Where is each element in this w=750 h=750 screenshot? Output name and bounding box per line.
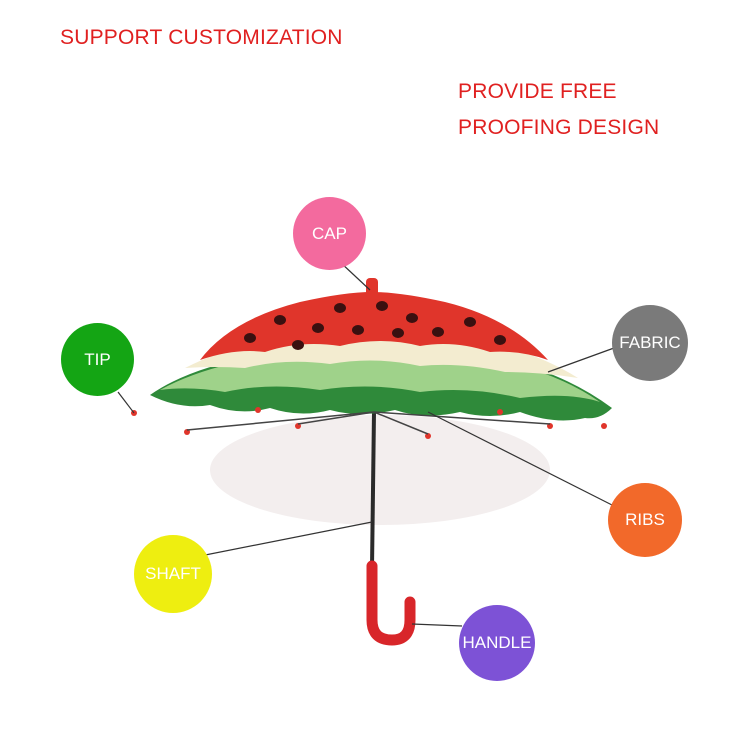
leader-lines — [117, 261, 615, 627]
label-bubble-shaft: SHAFT — [134, 535, 212, 613]
headline-support-customization: SUPPORT CUSTOMIZATION — [60, 26, 343, 49]
umbrella-handle — [366, 560, 416, 646]
umbrella-cap — [366, 278, 378, 300]
label-cap-text: CAP — [312, 223, 347, 243]
label-shaft-text: SHAFT — [145, 564, 201, 583]
label-bubble-cap: CAP — [293, 197, 366, 270]
watermelon-seeds — [244, 301, 506, 350]
headline-proofing-design: PROOFING DESIGN — [458, 116, 660, 139]
label-tip-text: TIP — [84, 349, 111, 369]
label-bubble-handle: HANDLE — [459, 605, 535, 681]
label-bubble-fabric: FABRIC — [612, 305, 688, 381]
umbrella-ribs — [186, 411, 551, 435]
headline-provide-free: PROVIDE FREE — [458, 80, 617, 103]
label-bubble-tip: TIP — [61, 323, 134, 396]
shadow — [210, 415, 550, 525]
canopy-flesh — [200, 292, 548, 360]
label-bubble-ribs: RIBS — [608, 483, 682, 557]
label-ribs-text: RIBS — [625, 510, 665, 529]
label-fabric-text: FABRIC — [619, 333, 681, 352]
umbrella-shaft — [370, 411, 376, 569]
label-handle-text: HANDLE — [462, 633, 532, 652]
